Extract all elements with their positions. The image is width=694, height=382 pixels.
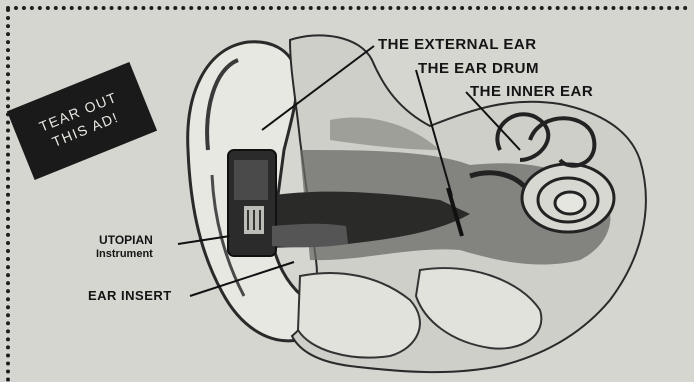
label-inner-ear: THE INNER EAR — [470, 83, 593, 100]
label-ear-drum: THE EAR DRUM — [418, 60, 539, 77]
label-utopian: UTOPIAN — [96, 233, 153, 247]
label-ear-insert: EAR INSERT — [88, 288, 172, 303]
label-instrument: Instrument — [96, 247, 153, 261]
label-utopian-instrument: UTOPIAN Instrument — [96, 233, 153, 261]
label-external-ear: THE EXTERNAL EAR — [378, 36, 537, 53]
